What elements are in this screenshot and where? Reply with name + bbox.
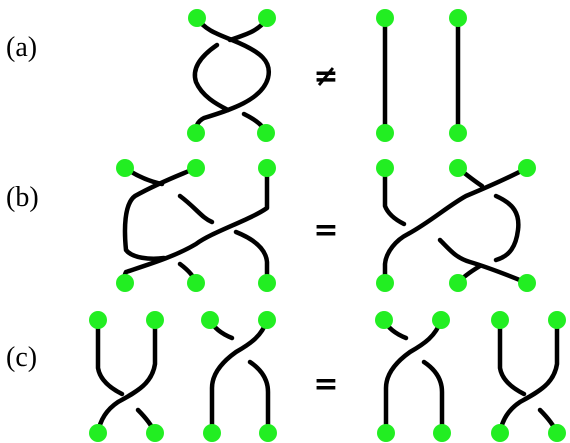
strand: [382, 165, 407, 227]
strand: [122, 165, 270, 286]
row-c-label: (c): [6, 342, 37, 373]
row-b-right-braid: [376, 159, 536, 292]
endpoint-node: [187, 159, 205, 177]
endpoint-node: [491, 424, 509, 442]
endpoint-node: [377, 424, 395, 442]
row-c-middle-braid: [201, 311, 277, 442]
row-b-relation-symbol: =: [313, 213, 338, 248]
strand: [95, 317, 125, 397]
strand: [209, 317, 270, 436]
endpoint-node: [491, 311, 509, 329]
strand: [177, 193, 215, 225]
endpoint-node: [433, 424, 451, 442]
endpoint-node: [376, 274, 394, 292]
endpoint-node: [432, 311, 450, 329]
endpoint-node: [146, 311, 164, 329]
endpoint-node: [258, 274, 276, 292]
row-a-label: (a): [6, 32, 37, 63]
row-a-right-straight-strands: [376, 9, 467, 142]
strand: [193, 15, 272, 136]
endpoint-node: [116, 274, 134, 292]
endpoint-node: [258, 9, 276, 27]
row-b-left-braid: [116, 159, 276, 292]
strand: [437, 237, 530, 286]
row-b-label: (b): [6, 182, 39, 213]
endpoint-node: [518, 159, 536, 177]
strand: [247, 359, 271, 436]
row-a-relation-symbol: ≠: [313, 59, 338, 94]
endpoint-node: [201, 311, 219, 329]
strand: [497, 317, 527, 397]
endpoint-node: [548, 311, 566, 329]
endpoint-node: [548, 424, 566, 442]
row-c-right-braid-2: [491, 311, 566, 442]
endpoint-node: [449, 124, 467, 142]
endpoint-node: [89, 311, 107, 329]
row-c-right-braid-1: [375, 311, 451, 442]
strand: [497, 317, 560, 436]
strand: [192, 42, 231, 113]
endpoint-node: [376, 124, 394, 142]
row-a-left-braid: [187, 9, 276, 142]
endpoint-node: [375, 311, 393, 329]
endpoint-node: [449, 274, 467, 292]
strand: [493, 193, 521, 263]
endpoint-node: [187, 274, 205, 292]
endpoint-node: [376, 159, 394, 177]
strand: [382, 165, 530, 286]
endpoint-node: [187, 124, 205, 142]
endpoint-node: [116, 159, 134, 177]
endpoint-node: [449, 9, 467, 27]
strand: [233, 229, 270, 286]
endpoint-node: [258, 311, 276, 329]
endpoint-node: [258, 159, 276, 177]
endpoint-node: [449, 159, 467, 177]
strand: [122, 165, 199, 261]
endpoint-node: [518, 274, 536, 292]
endpoint-node: [188, 9, 206, 27]
endpoint-node: [203, 424, 221, 442]
strand: [95, 317, 158, 436]
endpoint-node: [257, 124, 275, 142]
strand: [421, 359, 445, 436]
endpoint-node: [146, 424, 164, 442]
endpoint-node: [89, 424, 107, 442]
endpoint-node: [259, 424, 277, 442]
row-c-relation-symbol: =: [313, 367, 338, 402]
row-c-left-braid: [89, 311, 164, 442]
endpoint-node: [376, 9, 394, 27]
strand: [383, 317, 444, 436]
